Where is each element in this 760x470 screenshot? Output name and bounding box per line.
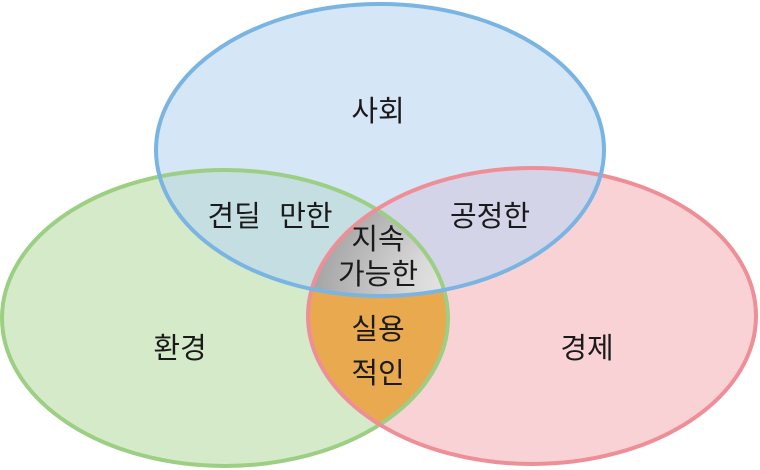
social-outline (154, 2, 606, 298)
sustainable-label-line1: 지속 (351, 222, 404, 256)
economy-outline (306, 166, 758, 466)
environment-outline (0, 168, 450, 468)
social-circle (156, 4, 604, 296)
viable-label-line2: 적인 (351, 356, 404, 390)
social-label: 사회 (351, 94, 404, 128)
sustainable-label-line2: 가능한 (338, 257, 418, 291)
economy-label: 경제 (560, 331, 613, 365)
equitable-label: 공정한 (450, 199, 530, 233)
bearable-label: 견딜 만한 (207, 199, 332, 233)
environment-label: 환경 (153, 331, 206, 365)
viable-label-line1: 실용 (351, 312, 404, 346)
